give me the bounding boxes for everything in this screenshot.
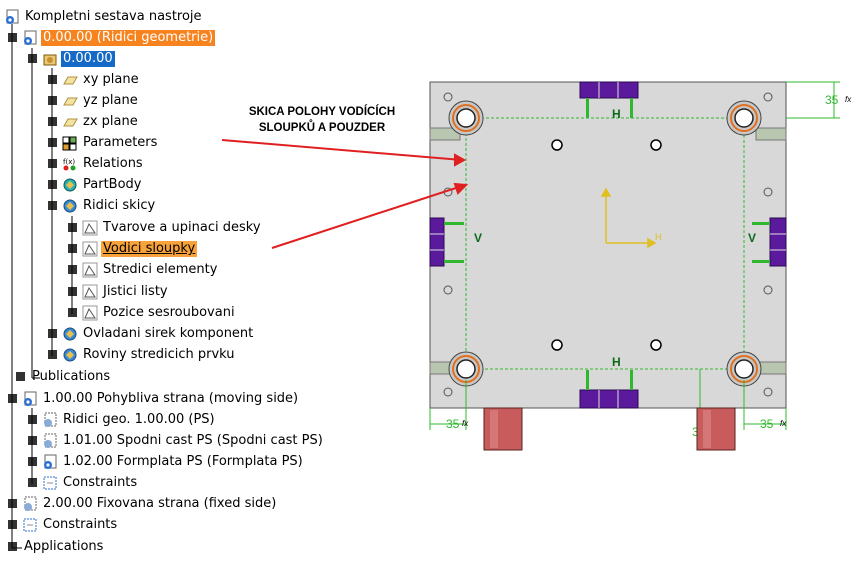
product-icon bbox=[22, 391, 38, 407]
tree-node-label: Vodici sloupky bbox=[101, 241, 198, 257]
product-icon bbox=[4, 9, 20, 25]
tree-node[interactable]: Ovladani sirek komponent bbox=[62, 324, 255, 344]
geometrical-set-icon bbox=[62, 198, 78, 214]
tree-node[interactable]: Publications bbox=[30, 367, 112, 387]
plane-icon bbox=[62, 93, 78, 109]
component-icon bbox=[42, 412, 58, 428]
dim-top-value: 35 bbox=[825, 93, 839, 107]
tree-node-label: Pozice sesroubovani bbox=[103, 305, 235, 320]
expand-handle-icon[interactable] bbox=[16, 372, 25, 381]
product-icon bbox=[22, 30, 38, 46]
tree-node-label: 0.00.00 bbox=[61, 51, 115, 67]
sketch-icon bbox=[82, 284, 98, 300]
product-icon bbox=[42, 454, 58, 470]
geometrical-set-icon bbox=[62, 347, 78, 363]
tree-node[interactable]: Applications bbox=[22, 537, 105, 557]
tree-node-label: zx plane bbox=[83, 114, 138, 129]
tree-node[interactable]: Ridici geo. 1.00.00 (PS) bbox=[42, 410, 217, 430]
tree-node-label: 2.00.00 Fixovana strana (fixed side) bbox=[43, 496, 277, 511]
tree-node-label: 0.00.00 (Ridici geometrie) bbox=[41, 30, 216, 46]
annotation-line-2: SLOUPKŮ A POUZDER bbox=[258, 122, 386, 134]
part-icon bbox=[42, 51, 58, 67]
tree-node[interactable]: 0.00.00 (Ridici geometrie) bbox=[22, 28, 216, 48]
tree-node[interactable]: Roviny stredicich prvku bbox=[62, 345, 237, 365]
tree-node-label: Relations bbox=[83, 156, 143, 171]
tree-node[interactable]: Constraints bbox=[22, 515, 119, 535]
tree-node[interactable]: Parameters bbox=[62, 133, 159, 153]
tree-node-label: Jistici listy bbox=[103, 284, 168, 299]
tree-node[interactable]: Stredici elementy bbox=[82, 260, 219, 280]
tree-node-label: PartBody bbox=[83, 177, 142, 192]
tree-node-label: Constraints bbox=[63, 475, 138, 490]
tree-node[interactable]: Tvarove a upinaci desky bbox=[82, 218, 263, 238]
tree-node-label: yz plane bbox=[83, 93, 138, 108]
tree-node[interactable]: xy plane bbox=[62, 70, 141, 90]
tree-root[interactable]: Kompletni sestava nastroje bbox=[4, 7, 204, 27]
tree-node[interactable]: Pozice sesroubovani bbox=[82, 303, 237, 323]
tree-node[interactable]: f(x) Relations bbox=[62, 154, 145, 174]
tree-node-label: Publications bbox=[32, 369, 111, 384]
pin-right bbox=[696, 407, 736, 451]
sketch-icon bbox=[82, 305, 98, 321]
h-constraint-bottom: H bbox=[612, 355, 621, 369]
tree-node[interactable]: 1.01.00 Spodni cast PS (Spodni cast PS) bbox=[42, 431, 325, 451]
dim-top-suffix: fx bbox=[845, 95, 852, 104]
tree-node-label: Tvarove a upinaci desky bbox=[103, 220, 261, 235]
tree-node-label: 1.02.00 Formplata PS (Formplata PS) bbox=[63, 454, 303, 469]
tree-node[interactable]: 1.00.00 Pohybliva strana (moving side) bbox=[22, 389, 300, 409]
tree-node-label: xy plane bbox=[83, 72, 139, 87]
tree-node-label: Ovladani sirek komponent bbox=[83, 326, 254, 341]
component-icon bbox=[42, 433, 58, 449]
tree-node-label: Stredici elementy bbox=[103, 262, 218, 277]
tree-node-label: Applications bbox=[24, 539, 104, 554]
tree-node-label: 1.01.00 Spodni cast PS (Spodni cast PS) bbox=[63, 433, 323, 448]
parameters-icon bbox=[62, 135, 78, 151]
v-constraint-right: V bbox=[748, 231, 756, 245]
component-icon bbox=[22, 496, 38, 512]
geometrical-set-icon bbox=[62, 326, 78, 342]
tree-node-label: Ridici geo. 1.00.00 (PS) bbox=[63, 412, 215, 427]
sketch-icon bbox=[82, 262, 98, 278]
tree-node[interactable]: 0.00.00 bbox=[42, 49, 115, 69]
tree-node-label: Parameters bbox=[83, 135, 158, 150]
axis-h-label: H bbox=[655, 232, 662, 242]
tree-node[interactable]: Vodici sloupky bbox=[82, 239, 198, 259]
h-constraint-top: H bbox=[612, 107, 621, 121]
tree-node[interactable]: 1.02.00 Formplata PS (Formplata PS) bbox=[42, 452, 305, 472]
relations-icon: f(x) bbox=[62, 156, 78, 172]
dim-right-value: 35 bbox=[760, 417, 774, 431]
sketch-icon bbox=[82, 220, 98, 236]
pin-left bbox=[483, 407, 523, 451]
tree-node[interactable]: Constraints bbox=[42, 473, 139, 493]
tree-node[interactable]: zx plane bbox=[62, 112, 140, 132]
dim-left-suffix: fx bbox=[462, 419, 469, 428]
v-constraint-left: V bbox=[474, 231, 482, 245]
body-icon bbox=[62, 177, 78, 193]
constraints-icon bbox=[22, 517, 38, 533]
svg-text:f(x): f(x) bbox=[63, 158, 75, 166]
constraints-icon bbox=[42, 475, 58, 491]
plane-icon bbox=[62, 114, 78, 130]
tree-node-label: 1.00.00 Pohybliva strana (moving side) bbox=[43, 391, 299, 406]
tree-node-label: Roviny stredicich prvku bbox=[83, 347, 235, 362]
plane-icon bbox=[62, 72, 78, 88]
specification-tree: Kompletni sestava nastroje 0.00.00 (Ridi… bbox=[0, 0, 360, 562]
tree-node[interactable]: yz plane bbox=[62, 91, 140, 111]
tree-node-label: Ridici skicy bbox=[83, 198, 156, 213]
tree-node[interactable]: PartBody bbox=[62, 175, 143, 195]
tree-node[interactable]: Jistici listy bbox=[82, 282, 170, 302]
sketch-annotation: SKICA POLOHY VODÍCÍCH SLOUPKŮ A POUZDER bbox=[222, 104, 422, 136]
tree-root-label: Kompletni sestava nastroje bbox=[25, 9, 202, 24]
sketch-icon bbox=[82, 241, 98, 257]
dim-left-value: 35 bbox=[446, 417, 460, 431]
tree-node[interactable]: Ridici skicy bbox=[62, 196, 157, 216]
annotation-line-1: SKICA POLOHY VODÍCÍCH bbox=[248, 106, 396, 118]
dim-right-suffix: fx bbox=[780, 419, 787, 428]
tree-node-label: Constraints bbox=[43, 517, 118, 532]
tree-node[interactable]: 2.00.00 Fixovana strana (fixed side) bbox=[22, 494, 278, 514]
